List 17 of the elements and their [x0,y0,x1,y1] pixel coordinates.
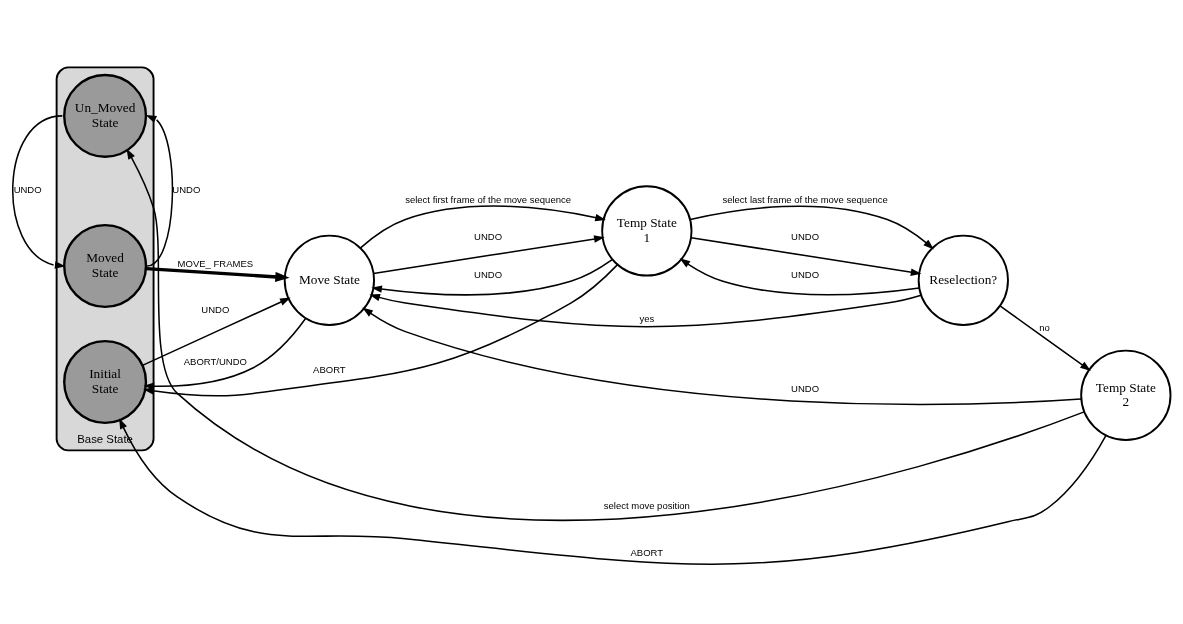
edge-label: UNDO [791,269,820,281]
edge-label: UNDO [474,231,503,243]
edge-label: UNDO [13,184,42,196]
edge-label: ABORT [630,546,664,558]
edge-label: no [1039,321,1050,333]
edge-label: UNDO [172,184,201,196]
edge-label: yes [639,313,655,325]
edge-label: select first frame of the move sequence [405,194,572,206]
edge-label: ABORT [313,364,346,376]
edge-label: MOVE_ FRAMES [177,257,254,269]
edge-label: UNDO [791,383,820,395]
edge-label: ABORT/UNDO [183,355,247,367]
edge-label: select last frame of the move sequence [722,194,888,206]
edge-label: UNDO [201,303,230,315]
edge-label: UNDO [791,231,820,243]
edge-label: UNDO [474,269,503,281]
edge-label: select move position [603,500,690,512]
